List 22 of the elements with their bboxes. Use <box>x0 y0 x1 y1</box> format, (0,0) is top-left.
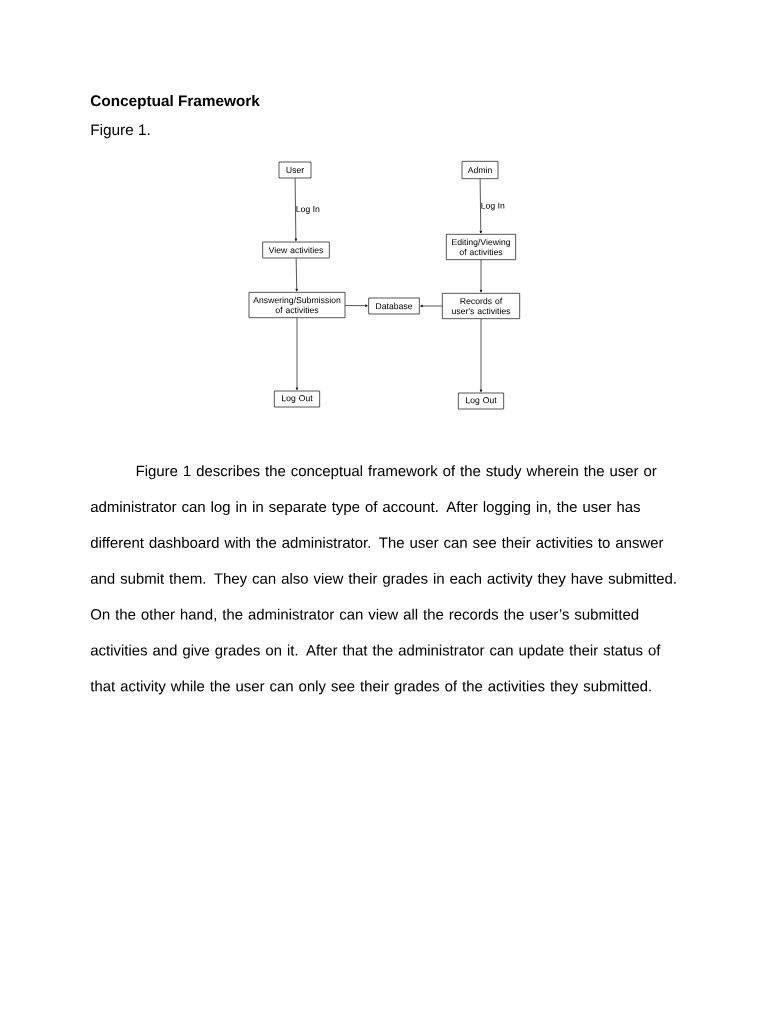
arrow <box>295 258 298 292</box>
heading: Conceptual Framework <box>90 94 260 110</box>
process-box: User <box>278 161 312 179</box>
process-box: Database <box>368 297 420 315</box>
edge-label: Log In <box>481 202 505 211</box>
arrow <box>479 318 483 393</box>
process-box: View activities <box>262 241 330 259</box>
process-box: Records of user's activities <box>442 293 520 319</box>
arrow <box>479 259 483 293</box>
process-box: Admin <box>461 161 499 179</box>
arrow <box>295 317 299 391</box>
figure-label: Figure 1. <box>91 123 150 139</box>
paragraph: Figure 1 describes the conceptual framework of the study wherein the user or administrator can log in in separate type of account. After logging in, the user has different dashboard with the administrator. The user can see their activities to answer and submit them. They can also view their grades in each activity they have submitted. On the other hand, the administrator can view all the records the user’s submitted activities and give grades on it. After that the administrator can update their status of that activity while the user can only see their grades of the activities they submitted. <box>90 465 676 695</box>
arrow <box>294 178 298 242</box>
arrow <box>479 178 483 234</box>
arrow <box>345 304 368 307</box>
arrow <box>420 304 443 308</box>
process-box: Editing/Viewing of activities <box>446 234 516 260</box>
process-box: Log Out <box>458 392 504 410</box>
edge-label: Log In <box>296 206 320 214</box>
process-box: Log Out <box>274 390 320 408</box>
process-box: Answering/Submission of activities <box>248 292 346 318</box>
